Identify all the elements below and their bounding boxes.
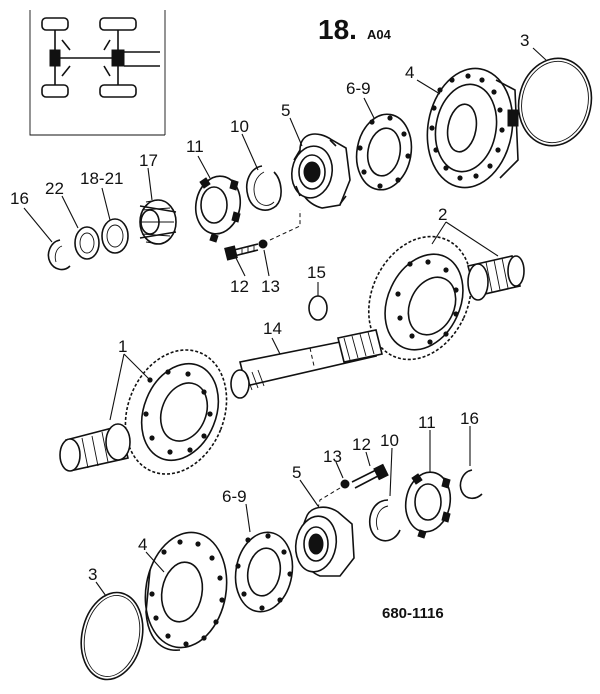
page-number-suffix: A04 <box>367 27 392 42</box>
callout-6-9-bottom: 6-9 <box>222 487 247 506</box>
part-12-bolt-top <box>224 243 259 261</box>
drawing-reference: 680-1116 <box>382 605 444 622</box>
callout-5-bottom: 5 <box>292 463 301 482</box>
part-10-snapring-top <box>246 165 282 211</box>
callout-5-top: 5 <box>281 101 290 120</box>
part-3-oring-top <box>517 57 593 147</box>
callout-labels: 3 4 6-9 5 10 11 17 18-21 22 16 12 13 15 … <box>10 31 529 584</box>
callout-12-top: 12 <box>230 277 249 296</box>
callout-16-bottom: 16 <box>460 409 479 428</box>
part-3-oring-bottom <box>80 591 144 681</box>
part-12-bolt-bottom <box>351 463 389 489</box>
callout-18-21: 18-21 <box>80 169 123 188</box>
part-22-washer <box>74 226 100 260</box>
page-number: 18. A04 <box>318 14 392 45</box>
part-4-hub-bottom <box>144 531 228 651</box>
part-1-crown-shaft <box>59 349 228 475</box>
callout-10-bottom: 10 <box>380 431 399 450</box>
callout-12-bottom: 12 <box>352 435 371 454</box>
part-17-roller-bearing <box>139 199 177 245</box>
part-2-crown-pinion <box>367 235 525 361</box>
callout-11-bottom: 11 <box>418 413 436 432</box>
callout-15: 15 <box>307 263 326 282</box>
part-18-21-washer <box>101 218 129 254</box>
part-4-hub-top <box>426 67 519 189</box>
callout-4-top: 4 <box>405 63 414 82</box>
part-16-circlip-bottom <box>459 469 483 500</box>
part-14-axle-shaft <box>230 329 383 399</box>
part-13-washer-top <box>258 210 301 249</box>
part-15-ring <box>308 295 328 321</box>
part-16-circlip-top <box>47 239 71 271</box>
callout-11-top: 11 <box>186 137 204 156</box>
part-5-carrier-bottom <box>294 506 355 577</box>
part-11-nut-bottom <box>404 471 452 539</box>
part-5-carrier-top <box>290 133 351 209</box>
callout-16-top: 16 <box>10 189 29 208</box>
part-11-nut-top <box>194 175 242 243</box>
part-6-9-shims-top <box>355 113 413 191</box>
callout-13-bottom: 13 <box>323 447 342 466</box>
callout-13-top: 13 <box>261 277 280 296</box>
leader-lines <box>23 47 547 597</box>
callout-10-top: 10 <box>230 117 249 136</box>
callout-6-9-top: 6-9 <box>346 79 371 98</box>
part-6-9-shims-bottom <box>234 531 294 613</box>
vehicle-axle-inset <box>29 10 166 136</box>
part-13-washer-bottom <box>317 479 350 509</box>
part-10-snapring-bottom <box>368 499 401 542</box>
page-number-main: 18. <box>318 14 357 45</box>
callout-4-bottom: 4 <box>138 535 147 554</box>
callout-3-bottom: 3 <box>88 565 97 584</box>
callout-22: 22 <box>45 179 64 198</box>
callout-1: 1 <box>118 337 127 356</box>
callout-2: 2 <box>438 205 447 224</box>
callout-14: 14 <box>263 319 282 338</box>
callout-17: 17 <box>139 151 158 170</box>
callout-3-top: 3 <box>520 31 529 50</box>
